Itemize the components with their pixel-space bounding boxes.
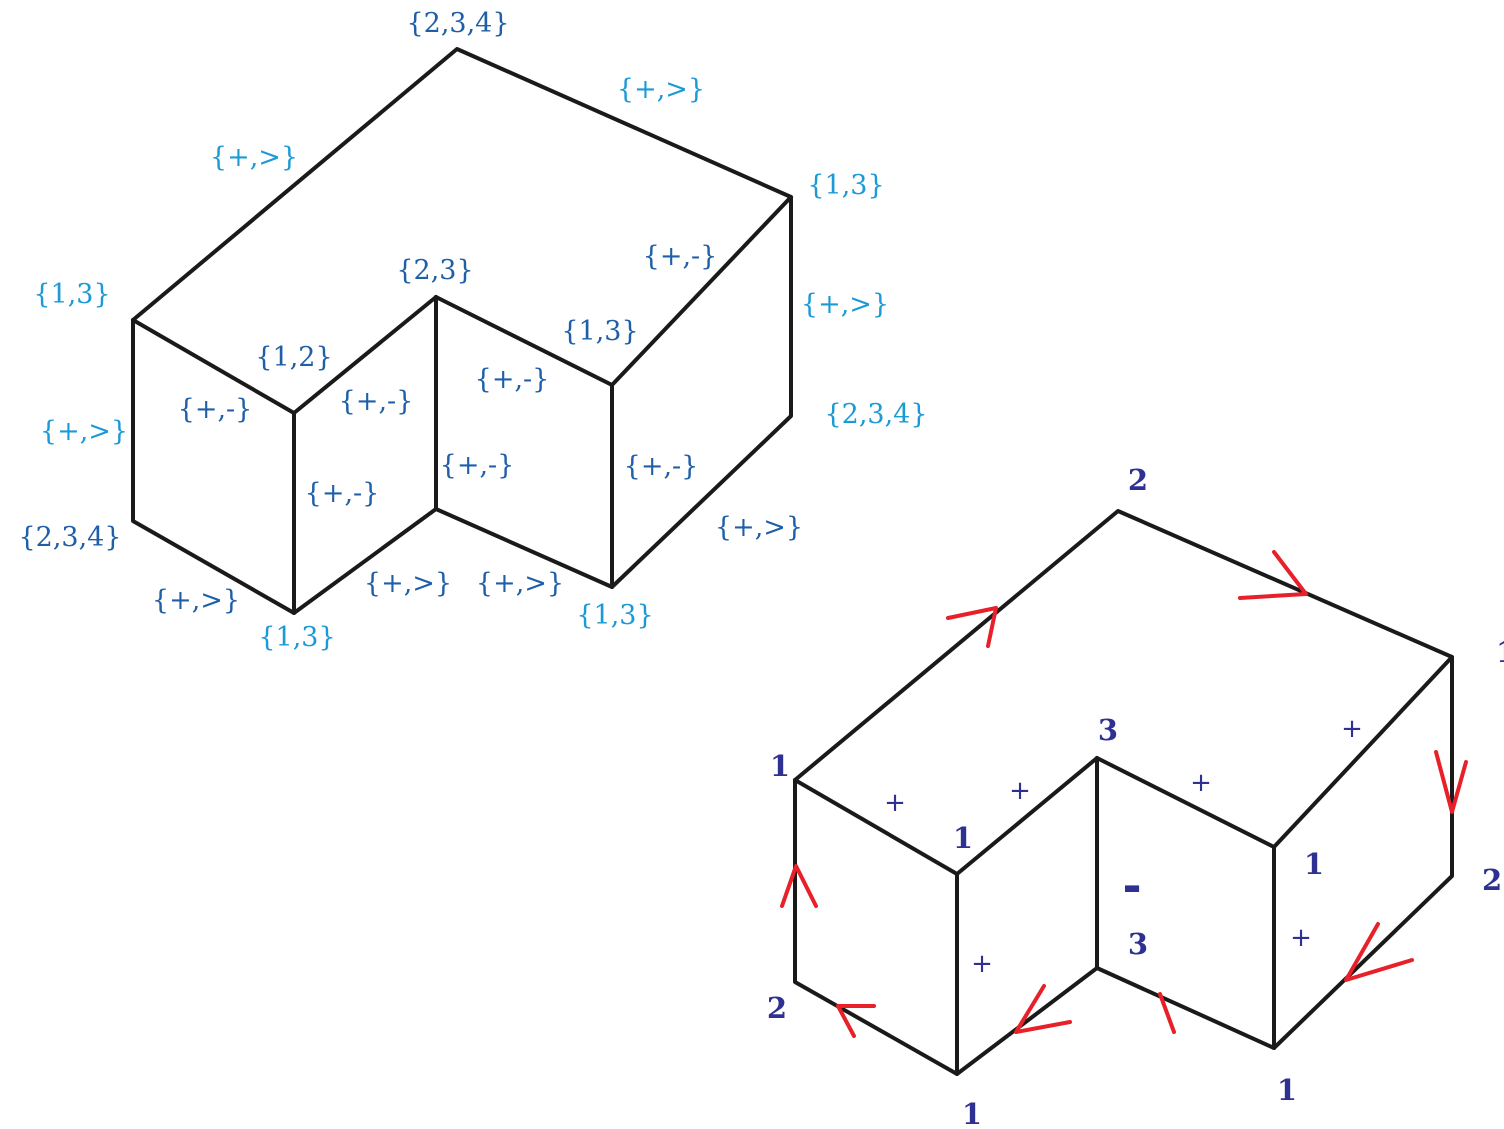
sign-label: + [1009,776,1031,806]
edge-label: {+,-} [440,450,515,481]
vertex-label: 2 [1128,463,1148,497]
vertex-label: {1,3} [561,316,638,347]
vertex-label: 1 [1304,847,1324,881]
edge-label: {+,>} [210,142,298,173]
top-edge [131,318,296,415]
direction-arrow [1158,992,1176,1034]
edge-label: {+,>} [476,568,564,599]
vertex-label: 3 [1128,927,1148,961]
sign-label: + [971,949,993,979]
top-edge [610,195,793,387]
vertex-label: 1 [962,1097,982,1129]
edge-label: {+,-} [475,364,550,395]
sign-label: + [1290,923,1312,953]
sign-label: + [1190,768,1212,798]
bottom-edge [793,778,959,876]
vertex-label: {1,3} [258,622,335,653]
bottom-figure: 2 1 1 3 + 1 + + + 1 2 + - 3 + 2 1 1 [767,463,1504,1129]
vertex-label: {2,3,4} [824,399,927,430]
vertex-label: {1,3} [576,600,653,631]
vertex-label: 3 [1098,713,1118,747]
vertex-label: 1 [1277,1073,1297,1107]
edge-label: {+,>} [715,512,803,543]
sign-label: - [1122,859,1141,913]
edge-label: {+,-} [643,241,718,272]
bottom-edge [1095,756,1276,849]
edge-label: {+,>} [364,568,452,599]
sign-label: + [1341,714,1363,744]
direction-arrow [1434,750,1468,814]
vertex-label: 1 [1496,635,1504,669]
direction-arrow [1238,550,1308,600]
edge-label: {+,>} [152,585,240,616]
top-edge [292,295,438,415]
vertex-label: 2 [767,991,787,1025]
direction-arrow [1344,922,1414,982]
edge-label: {+,>} [40,416,128,447]
vertex-label: 1 [953,821,973,855]
vertex-label: {1,2} [255,342,332,373]
vertex-label: 1 [770,749,790,783]
sign-label: + [884,788,906,818]
bottom-edge [955,756,1099,876]
edge-label: {+,-} [178,394,253,425]
top-edge [434,295,614,387]
edge-label: {+,-} [624,451,699,482]
edge-label: {+,>} [801,289,889,320]
edge-label: {+,-} [305,478,380,509]
vertex-label: {2,3,4} [406,8,509,39]
vertex-label: {1,3} [807,170,884,201]
direction-arrow [1014,984,1072,1034]
top-outline [131,47,793,615]
top-figure: {2,3,4} {+,>} {+,>} {1,3} {1,3} {2,3} {+… [18,8,927,653]
vertex-label: {2,3} [396,255,473,286]
vertex-label: {1,3} [33,279,110,310]
direction-arrow [946,606,998,648]
direction-arrow [780,864,818,908]
bottom-edge [1272,655,1454,849]
vertex-label: {2,3,4} [18,522,121,553]
direction-arrow [836,1004,876,1038]
vertex-label: 2 [1482,863,1502,897]
edge-label: {+,-} [339,386,414,417]
edge-label: {+,>} [617,74,705,105]
